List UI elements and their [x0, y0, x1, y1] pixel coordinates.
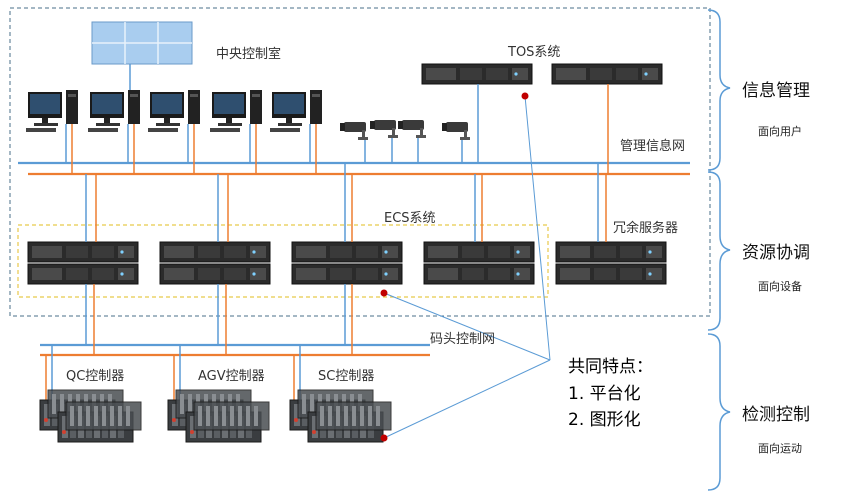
cctv-camera-icon: [340, 122, 368, 140]
callout-marker: [521, 92, 529, 100]
callout-marker: [380, 434, 388, 442]
mgmt-network-label: 管理信息网: [620, 138, 685, 154]
callout-lines: [383, 95, 551, 439]
pc-group: [26, 90, 322, 174]
layer-subtitle: 面向运动: [758, 441, 802, 455]
brace-resource-coordination: [707, 171, 731, 331]
redundant-server-icon: [555, 241, 667, 263]
tos-system-label: TOS系统: [507, 45, 560, 60]
features-heading: 共同特点：: [568, 357, 653, 377]
qc-controller-label: QC控制器: [66, 369, 124, 384]
callout-marker: [380, 289, 388, 297]
video-wall-icon: [91, 21, 193, 65]
computer-icon: [210, 90, 262, 132]
info-resource-boundary: [9, 7, 711, 317]
computer-icon: [270, 90, 322, 132]
plc-group-agv: [167, 389, 270, 443]
agv-controller-label: AGV控制器: [198, 369, 265, 384]
brace-info-management: [707, 9, 731, 171]
layer-subtitle: 面向用户: [758, 124, 802, 138]
feature-item: 2. 图形化: [568, 410, 641, 430]
feature-item: 1. 平台化: [568, 384, 641, 404]
computer-icon: [88, 90, 140, 132]
cctv-camera-icon: [370, 120, 398, 138]
computer-icon: [26, 90, 78, 132]
layer-title: 检测控制: [742, 405, 810, 425]
central-control-room-label: 中央控制室: [216, 46, 281, 62]
tos-servers: [421, 63, 663, 174]
ecs-system-label: ECS系统: [384, 211, 436, 226]
layer-subtitle: 面向设备: [758, 279, 802, 293]
layer-title: 资源协调: [742, 243, 810, 263]
cctv-camera-icon: [398, 120, 426, 138]
sc-controller-label: SC控制器: [318, 369, 374, 384]
plc-group-qc: [39, 389, 142, 443]
layer-title: 信息管理: [742, 81, 810, 101]
rack-server-icon: [551, 63, 663, 85]
brace-detection-control: [707, 333, 731, 491]
cctv-camera-icon: [442, 122, 470, 140]
terminal-network-label: 码头控制网: [430, 332, 495, 347]
computer-icon: [148, 90, 200, 132]
plc-group-sc: [289, 389, 392, 443]
ecs-servers: [27, 163, 667, 355]
redundant-server-label: 冗余服务器: [613, 220, 678, 236]
rack-server-icon: [421, 63, 533, 85]
camera-group: [340, 120, 470, 163]
